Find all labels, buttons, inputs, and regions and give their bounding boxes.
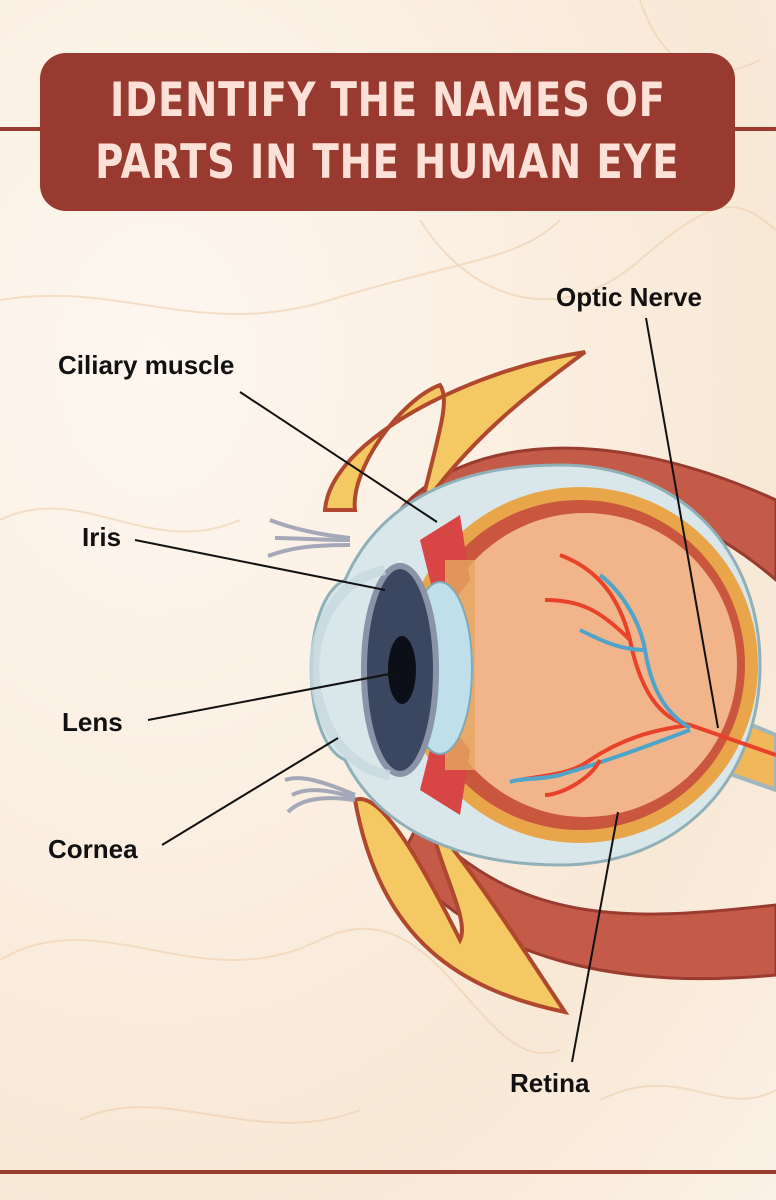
title-banner: IDENTIFY THE NAMES OF PARTS IN THE HUMAN… [40,53,735,211]
lower-fat-pad [352,797,570,1015]
eyelashes [267,518,356,814]
label-lens: Lens [62,707,123,737]
upper-fat-pad [322,350,587,512]
blood-vessels [509,553,776,797]
leader-lines [134,317,719,1063]
label-optic-nerve: Optic Nerve [556,282,702,312]
title-line-1: IDENTIFY THE NAMES OF [109,73,666,128]
leader-optic-nerve [645,317,719,729]
label-ciliary-muscle: Ciliary muscle [58,350,235,380]
label-retina: Retina [510,1068,590,1098]
vitreous-body [433,513,737,817]
cornea-shape [309,565,391,780]
title-line-2: PARTS IN THE HUMAN EYE [95,135,680,190]
leader-retina [571,811,619,1063]
pupil [388,636,416,704]
leader-lens [147,671,401,721]
bottom-divider-line [0,1170,776,1174]
label-iris: Iris [82,522,122,552]
leader-iris [134,539,386,591]
label-cornea: Cornea [48,834,138,864]
leader-ciliary-muscle [239,391,438,523]
leader-cornea [161,737,339,846]
